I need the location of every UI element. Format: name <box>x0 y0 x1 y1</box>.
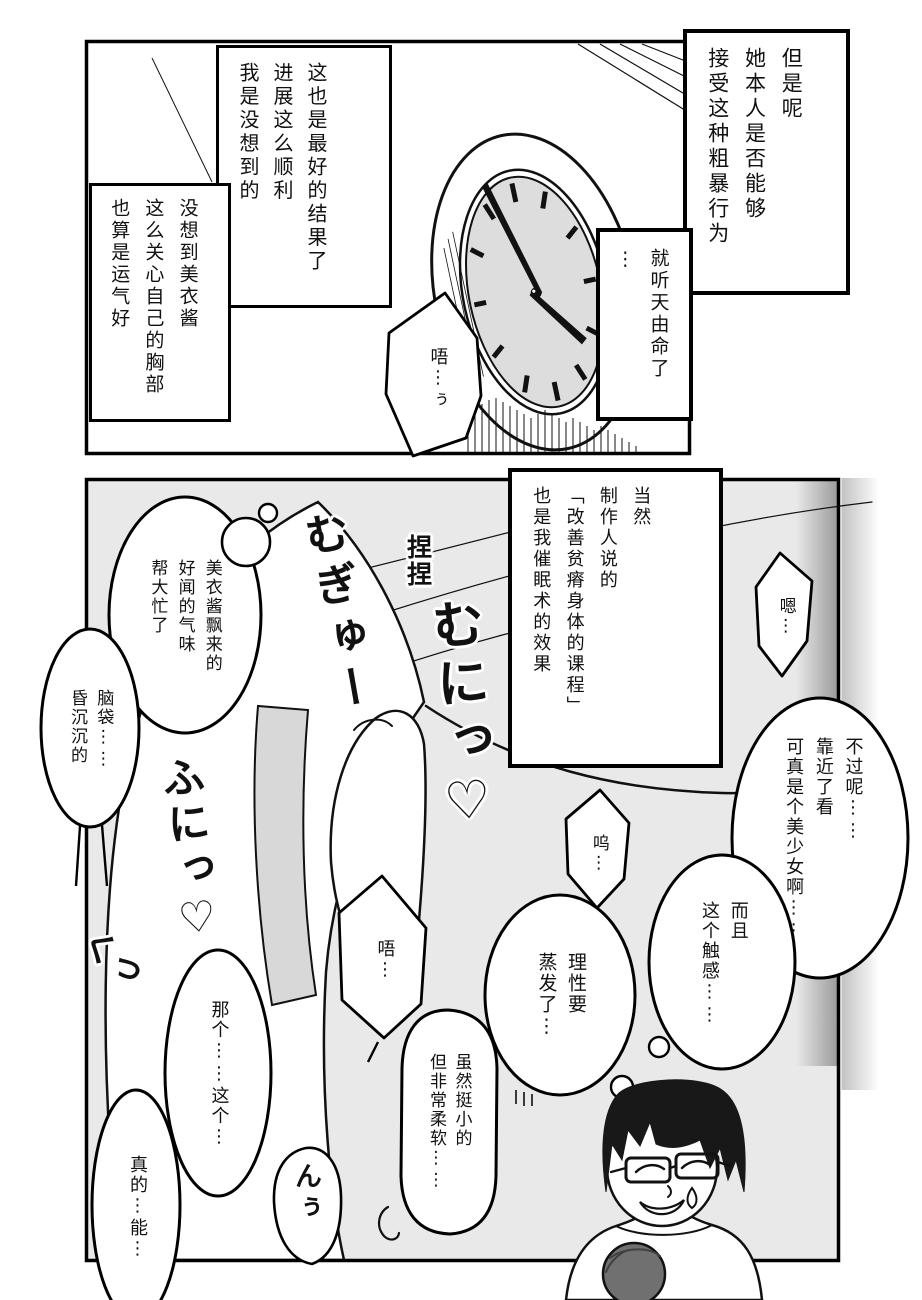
caption-fate-text: 就听天由命了⋮ <box>614 248 670 380</box>
hour-hand <box>529 290 587 345</box>
caption-hypnosis-text: 当然 制作人说的 「改善贫瘠身体的课程」 也是我催眠术的效果 <box>530 486 652 717</box>
caption-box-hypnosis: 当然 制作人说的 「改善贫瘠身体的课程」 也是我催眠术的效果 <box>508 468 723 768</box>
bubble-hesitate-text: 那个⋮⋮这个⋮ <box>208 999 230 1149</box>
thought-touch: 而且 这个触感⋮⋮ <box>658 880 788 1048</box>
girl-head-back <box>601 1241 667 1300</box>
hair-strand-shape <box>253 704 318 1007</box>
thought-soft-shape <box>399 1008 499 1236</box>
glasses-icon <box>609 1152 732 1184</box>
caption-lucky-text: 没想到美衣酱 这么关心自己的胸部 也算是运气好 <box>108 198 199 396</box>
bubble-dizzy: 脑袋⋮⋮ 昏沉沉的 <box>45 645 135 815</box>
bubble-mutter: 唔⋮ <box>348 892 422 1028</box>
bubble-moan-text: 呜⋮ <box>588 833 609 875</box>
hatch-marks <box>515 1090 533 1106</box>
thought-reason-shape <box>483 893 637 1097</box>
bubble-mutter-shape <box>337 874 428 1040</box>
collar-line <box>615 1224 713 1236</box>
bubble-mutter-tail <box>366 1041 380 1063</box>
minute-hand <box>481 182 543 296</box>
nose-line <box>667 1185 672 1198</box>
wall-clock <box>430 132 640 452</box>
bubble-really-shape <box>90 1088 182 1300</box>
caption-box-best: 这也是最好的结果了 进展这么顺利 我是没想到的 <box>216 45 392 308</box>
bubble-hum: 嗯⋮ <box>755 562 815 672</box>
closed-eyes <box>634 1160 712 1174</box>
bubble-dizzy-tail <box>74 824 109 887</box>
thought-trail-circle <box>647 1035 671 1059</box>
caption-box-fate: 就听天由命了⋮ <box>596 228 693 421</box>
bubble-hum-text: 嗯⋮ <box>775 596 796 638</box>
bubble-really-text: 真的⋮能⋮ <box>127 1155 148 1261</box>
caption-but-text: 但是呢 她本人是否能够 接受这种粗暴行为 <box>705 47 804 247</box>
sweat-drop-icon <box>686 1186 698 1210</box>
speed-lines <box>577 43 689 113</box>
bubble-mutter-text: 唔⋮ <box>374 938 396 982</box>
thought-reason: 理性要 蒸发了⋮ <box>498 915 623 1075</box>
man-illustration <box>564 1079 764 1300</box>
bubble-hum-shape <box>754 551 814 678</box>
thought-scent-lobe <box>220 516 272 568</box>
bubble-nn-shape <box>272 1146 343 1266</box>
bubble-groan-text: 唔⋮ぅ <box>427 346 449 410</box>
bubble-groan: 唔⋮ぅ <box>400 308 476 448</box>
caption-box-but: 但是呢 她本人是否能够 接受这种粗暴行为 <box>683 29 850 295</box>
panel2-bubbles <box>39 495 910 1300</box>
sfx-pinch: 捏捏 <box>403 534 433 588</box>
thought-closeup: 不过呢⋮⋮ 靠近了看 可真是个美少女啊⋮⋮ <box>742 712 904 968</box>
grin-mouth <box>639 1199 686 1216</box>
thought-soft: 虽然挺小的 但非常柔软⋮⋮ <box>400 1020 496 1224</box>
curl-mark <box>378 1205 401 1241</box>
caption-best-text: 这也是最好的结果了 进展这么顺利 我是没想到的 <box>236 62 328 274</box>
girl-hair-lines <box>605 1248 661 1273</box>
bubble-hesitate: 那个⋮⋮这个⋮ <box>190 968 248 1180</box>
bubble-moan: 呜⋮ <box>566 798 630 910</box>
bubble-hesitate-shape <box>163 948 273 1198</box>
thought-scent-shape <box>107 495 263 735</box>
thought-scent-text: 美衣酱飘来的 好闻的气味 帮大忙了 <box>147 558 222 673</box>
thought-trail-circle <box>257 502 279 524</box>
thought-scent: 美衣酱飘来的 好闻的气味 帮大忙了 <box>114 518 254 713</box>
thought-reason-text: 理性要 蒸发了⋮ <box>535 951 587 1039</box>
wall-corner-line <box>151 57 213 183</box>
bubble-groan-shape <box>384 291 483 458</box>
sfx-nn: んぅ <box>290 1162 321 1224</box>
thought-closeup-text: 不过呢⋮⋮ 靠近了看 可真是个美少女啊⋮⋮ <box>783 737 864 943</box>
bubble-dizzy-text: 脑袋⋮⋮ 昏沉沉的 <box>67 689 114 771</box>
thought-touch-shape <box>647 853 797 1071</box>
fingernail-line <box>353 718 393 731</box>
bubble-dizzy-shape <box>39 627 141 829</box>
thought-touch-text: 而且 这个触感⋮⋮ <box>699 901 749 1027</box>
caption-box-lucky: 没想到美衣酱 这么关心自己的胸部 也算是运气好 <box>89 183 231 422</box>
bubble-really: 真的⋮能⋮ <box>110 1118 165 1298</box>
thought-soft-text: 虽然挺小的 但非常柔软⋮⋮ <box>426 1052 472 1192</box>
